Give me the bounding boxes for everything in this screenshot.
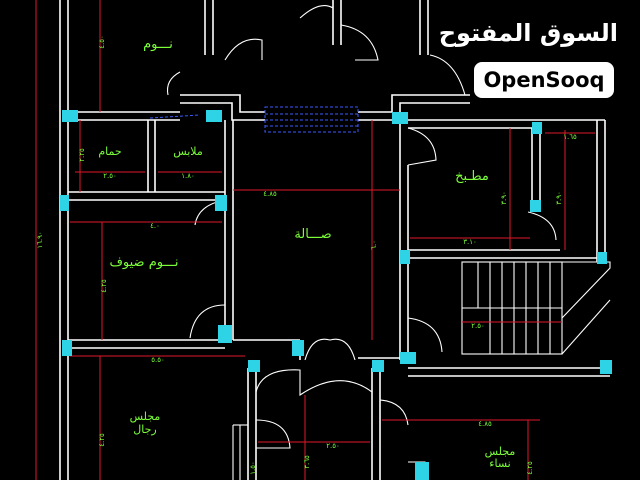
door-swing — [340, 24, 379, 61]
columns — [60, 110, 612, 480]
door-swing — [224, 38, 263, 61]
logo-english-badge: OpenSooq — [474, 62, 614, 98]
corridor-top-wall-b — [180, 102, 265, 121]
room-label-kitchen: مطـبخ — [455, 169, 489, 184]
column — [415, 462, 429, 480]
room-label-hall: صـــالة — [294, 227, 331, 242]
room-labels: نـــوم حمام ملابس صـــالة مطـبخ نـــوم ض… — [98, 37, 515, 470]
entry-double-door — [255, 369, 373, 397]
men-door-swing — [255, 419, 291, 449]
column — [372, 360, 384, 372]
opensooq-logo: السوق المفتوح OpenSooq — [439, 18, 618, 102]
column — [248, 360, 260, 372]
dim-men-height: ٤.٢٥ — [98, 433, 106, 447]
door-swing — [429, 54, 466, 96]
column — [62, 340, 72, 356]
column — [392, 112, 408, 124]
dim-bottom-height: ٣.٦٥ — [303, 455, 311, 469]
column — [60, 195, 69, 211]
dim-hall-height: ٦.٠ — [370, 240, 378, 250]
dim-men-width: ٥.٥٠ — [151, 356, 165, 364]
women-door-swing — [379, 399, 409, 426]
door-swing — [299, 5, 334, 19]
logo-arabic-text: السوق المفتوح — [438, 19, 618, 47]
dim-guest-width: ٤.٠ — [150, 222, 160, 230]
column — [597, 252, 607, 264]
column — [400, 352, 416, 364]
column — [206, 110, 222, 122]
pantry-door-swing — [527, 211, 557, 241]
dim-closet-width: ١.٨٠ — [181, 172, 195, 180]
kitchen-door-swing — [407, 127, 437, 166]
column — [292, 340, 304, 356]
guest-door-lower-swing — [189, 304, 226, 339]
dim-pantry-width: ١.٦٥ — [563, 133, 577, 141]
dim-kitchen-width: ٣.١٠ — [463, 238, 477, 246]
column — [215, 195, 227, 211]
dimension-labels: ١٦.٩٠ ٤.٥٠ ٢.٢٥ ٢.٥٠ ١.٨٠ ٤.٨٥ ٦.٠ ٣.٩٠ … — [36, 35, 577, 475]
stair-door-swing — [407, 317, 443, 353]
dim-cut: ١.٥٠ — [249, 461, 257, 475]
column — [532, 122, 542, 134]
column — [62, 110, 78, 122]
window-hatch-line — [149, 114, 201, 119]
column — [400, 250, 410, 264]
stair-cut-line-b — [561, 299, 611, 355]
dim-bath-height: ٢.٢٥ — [78, 148, 86, 162]
staircase — [461, 261, 611, 355]
dim-guest-height: ٤.٢٥ — [100, 279, 108, 293]
room-label-men-majlis-2: رجال — [133, 423, 156, 436]
window-hatch — [149, 106, 359, 133]
stair-cut-line — [561, 261, 611, 319]
column — [218, 325, 232, 343]
column — [530, 200, 541, 212]
corridor-top-right — [358, 94, 470, 113]
dimension-lines — [35, 0, 595, 480]
hall-double-door — [304, 338, 356, 361]
room-label-men-majlis: مجلس — [130, 410, 161, 423]
dim-total-height: ١٦.٩٠ — [36, 231, 44, 248]
dim-bath-width: ٢.٥٠ — [103, 172, 117, 180]
dim-bottom-width: ٢.٥٠ — [326, 442, 340, 450]
dim-women-width: ٤.٨٥ — [478, 420, 492, 428]
room-label-bedroom: نـــوم — [143, 37, 173, 52]
corridor-top-right-b — [358, 102, 470, 121]
dim-bedroom-height: ٤.٥٠ — [98, 35, 106, 49]
column — [600, 360, 612, 374]
room-label-women-majlis-2: نساء — [489, 457, 510, 470]
door-swing — [166, 71, 181, 96]
room-label-bath: حمام — [98, 145, 121, 158]
dim-kitchen-height: ٣.٩٠ — [500, 191, 508, 205]
dim-women-height: ٤.٢٥ — [526, 461, 534, 475]
dim-hall-width: ٤.٨٥ — [263, 190, 277, 198]
dim-pantry-height: ٣.٩٠ — [555, 191, 563, 205]
room-label-guest-bedroom: نـــوم ضيوف — [109, 255, 178, 270]
dim-stair: ٢.٥٠ — [471, 322, 485, 330]
corridor-top-wall — [180, 94, 265, 113]
room-label-closet: ملابس — [173, 145, 203, 158]
room-label-women-majlis: مجلس — [485, 445, 516, 458]
